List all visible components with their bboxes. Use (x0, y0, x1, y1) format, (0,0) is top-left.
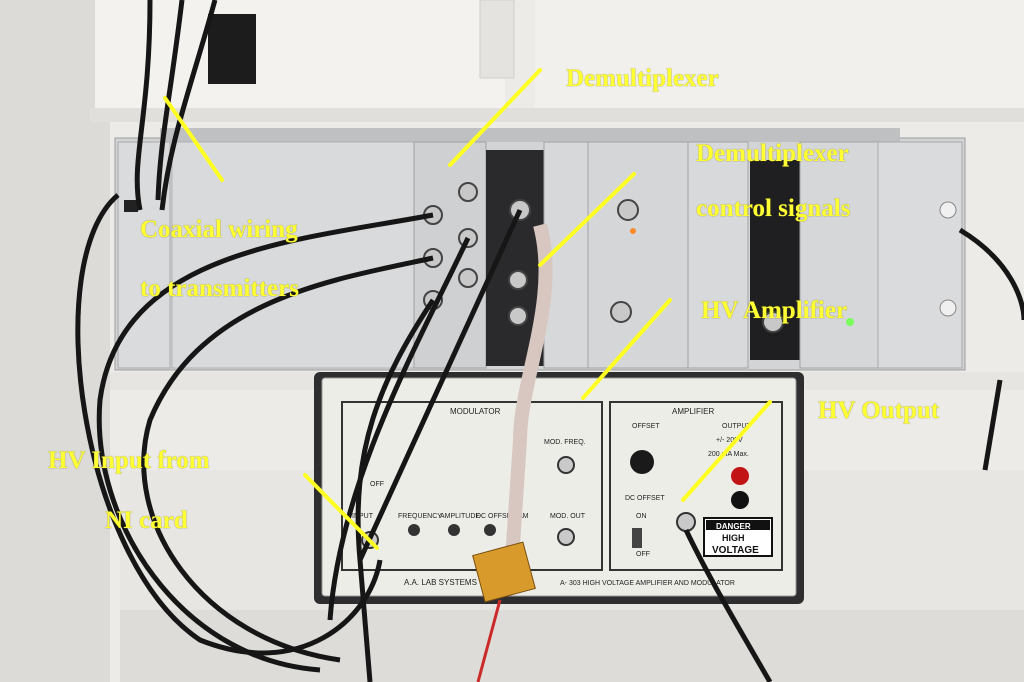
wall-outlet (208, 14, 256, 84)
red-terminal (731, 467, 749, 485)
bnc-connector (508, 306, 528, 326)
shelf (90, 108, 1024, 122)
mod-freq-bnc (557, 456, 575, 474)
cables (75, 0, 1024, 682)
frequency-knob (408, 524, 420, 536)
footer-label: A- 303 HIGH VOLTAGE AMPLIFIER AND MODULA… (560, 580, 735, 587)
bnc-connector (458, 182, 478, 202)
cable (982, 379, 1003, 471)
voltage-text: VOLTAGE (712, 545, 759, 556)
hv-input-label-line2: NI card (105, 507, 188, 534)
pointer-demultiplexer (448, 68, 542, 167)
modulator-section (341, 401, 603, 571)
amplitude-label: AMPLITUDE (440, 513, 480, 520)
rack-top (160, 128, 900, 142)
off-label: OFF (636, 551, 650, 558)
cable (141, 255, 434, 663)
rack-hole (939, 201, 957, 219)
high-text: HIGH (722, 533, 745, 543)
hv-output-label: HV Output (818, 397, 940, 424)
hv-input-label-line1: HV Input from (48, 447, 210, 474)
coaxial-wiring-label-line1: Coaxial wiring (140, 216, 298, 243)
amp-modulator-panel (321, 377, 797, 597)
demultiplexer-label: Demultiplexer (566, 65, 719, 92)
rack-module-right (799, 141, 879, 369)
cable (683, 528, 773, 682)
rack-right-ear (877, 141, 963, 369)
offset-label: OFFSET (632, 423, 660, 430)
cable (159, 0, 218, 211)
table-bottom (120, 610, 1024, 682)
green-led (846, 318, 854, 326)
demultiplexer-control-label-line1: Demultiplexer (696, 140, 849, 167)
pointer-hv-input (303, 473, 379, 550)
output-spec: +/- 200V (716, 437, 743, 444)
coaxial-wiring-label-line2: to transmitters (140, 275, 299, 302)
pointer-demux-control (538, 172, 636, 267)
current-spec: 200 mA Max. (708, 451, 749, 458)
modulator-heading: MODULATOR (450, 407, 501, 416)
rack-hole (939, 299, 957, 317)
amplitude-knob (448, 524, 460, 536)
dc-offset-mod-label: DC OFFSET (476, 513, 516, 520)
rack-blank-left (171, 141, 415, 369)
pointer-hv-output (681, 400, 772, 502)
hv-amp-module (687, 141, 749, 369)
input-label: INPUT (352, 513, 374, 520)
cable (96, 212, 434, 673)
cable (75, 193, 383, 656)
wall-panel-right (535, 0, 1024, 115)
cable (134, 0, 153, 211)
adapter-board (472, 541, 536, 603)
mod-out-bnc (557, 528, 575, 546)
wall-panel (95, 0, 505, 115)
amplifier-heading: AMPLIFIER (672, 407, 714, 416)
off-label-left: OFF (370, 481, 384, 488)
bnc-connector (610, 301, 632, 323)
cable (327, 236, 471, 621)
frequency-label: FREQUENCY (398, 513, 442, 520)
mod-out-label: MOD. OUT (550, 513, 586, 520)
wall-left-shadow (0, 0, 110, 682)
output-label: OUTPUT (722, 423, 752, 430)
rack-switch (124, 200, 138, 212)
bnc-module (587, 141, 689, 369)
mod-freq-label: MOD. FREQ. (544, 439, 586, 446)
orange-led (630, 228, 636, 234)
demultiplexer-control-label-line2: control signals (696, 195, 851, 222)
am-label: AM (518, 513, 529, 520)
hv-amplifier-label: HV Amplifier (701, 297, 848, 324)
annotation-lines (163, 68, 772, 550)
red-wire (476, 599, 502, 682)
dc-offset-knob (484, 524, 496, 536)
pointer-coaxial (163, 96, 224, 182)
demux-module (413, 141, 487, 369)
ribbon-cable (505, 223, 553, 561)
dc-offset-label: DC OFFSET (625, 495, 665, 502)
bnc-connector (508, 270, 528, 290)
amplifier-section (609, 401, 783, 571)
cable (958, 227, 1024, 321)
bnc-connector (458, 268, 478, 288)
danger-text: DANGER (716, 522, 751, 531)
wall-bracket (479, 0, 515, 79)
offset-knob-icon (630, 450, 654, 474)
on-label: ON (636, 513, 647, 520)
cable (357, 208, 523, 562)
pointer-hv-amplifier (581, 298, 672, 400)
dc-offset-toggle (632, 528, 642, 548)
black-terminal (731, 491, 749, 509)
cable (155, 0, 185, 201)
cable (355, 298, 436, 682)
brand-label: A.A. LAB SYSTEMS (404, 578, 477, 587)
danger-band (706, 520, 770, 530)
bnc-connector (762, 311, 784, 333)
bnc-connector (617, 199, 639, 221)
hv-output-bnc (676, 512, 696, 532)
